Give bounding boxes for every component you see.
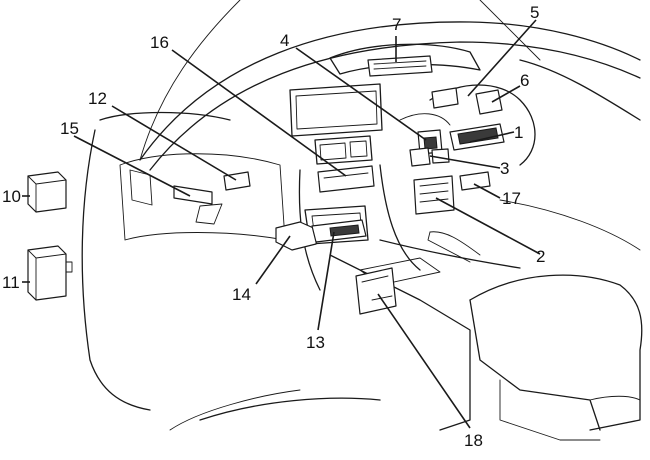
component-6 [475,89,503,115]
component-11 [27,245,73,301]
callout-13: 13 [306,333,325,352]
callout-14: 14 [232,285,251,304]
component-10 [27,171,67,213]
callout-3: 3 [500,159,509,178]
component-1 [449,123,505,151]
component-2 [413,175,455,215]
component-18 [355,267,397,315]
dashboard-outline [81,0,643,441]
component-15 [173,185,223,225]
component-7 [367,55,433,77]
callout-15: 15 [60,119,79,138]
callout-16: 16 [150,33,169,52]
callout-1: 1 [514,123,523,142]
callout-7: 7 [392,15,401,34]
component-4 [417,129,443,155]
component-5 [431,87,459,109]
callout-10: 10 [2,187,21,206]
component-3 [409,147,450,167]
callout-2: 2 [536,247,545,266]
component-14 [275,221,319,251]
leader-lines [22,19,541,429]
callout-17: 17 [502,189,521,208]
callout-11: 11 [2,273,20,292]
callout-6: 6 [520,71,529,90]
callout-18: 18 [464,431,483,450]
callout-12: 12 [88,89,107,108]
callout-labels: 1 2 3 4 5 6 7 10 11 12 13 14 15 16 17 18 [2,3,545,450]
callout-5: 5 [530,3,539,22]
component-13 [311,219,367,243]
callout-4: 4 [280,31,289,50]
component-17 [459,171,491,191]
component-16 [317,165,375,193]
